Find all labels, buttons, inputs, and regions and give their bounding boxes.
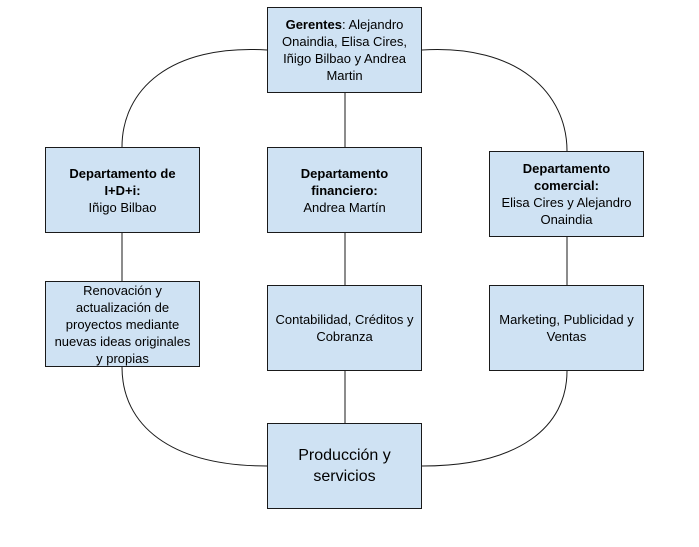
arc-commercial-production <box>421 370 568 467</box>
commercial-activity-box: Marketing, Publicidad y Ventas <box>489 285 644 371</box>
rd-activity-text: Renovación y actualización de proyectos … <box>54 282 191 366</box>
arc-rd-production <box>121 366 268 467</box>
commercial-activity-text: Marketing, Publicidad y Ventas <box>499 312 634 344</box>
finance-activity-text: Contabilidad, Créditos y Cobranza <box>275 312 414 344</box>
production-box: Producción y servicios <box>267 423 422 509</box>
finance-department-title: Departamento financiero: <box>300 165 389 198</box>
managers-title: Gerentes <box>285 17 342 32</box>
rd-department-title: Departamento de I+D+i: <box>69 165 176 198</box>
finance-department-box: Departamento financiero:Andrea Martín <box>267 147 422 233</box>
rd-activity-box: Renovación y actualización de proyectos … <box>45 281 200 367</box>
commercial-department-title: Departamento comercial: <box>522 161 611 193</box>
finance-department-head: Andrea Martín <box>303 199 386 215</box>
rd-department-head: Iñigo Bilbao <box>88 199 157 215</box>
finance-activity-box: Contabilidad, Créditos y Cobranza <box>267 285 422 371</box>
arc-managers-rd <box>121 48 268 148</box>
managers-names: : Alejandro Onaindia, Elisa Cires, Iñigo… <box>282 17 407 83</box>
production-text: Producción y servicios <box>298 447 391 485</box>
managers-box: Gerentes: Alejandro Onaindia, Elisa Cire… <box>267 7 422 93</box>
arc-managers-commercial <box>421 49 568 152</box>
rd-department-box: Departamento de I+D+i:Iñigo Bilbao <box>45 147 200 233</box>
commercial-department-heads: Elisa Cires y Alejandro Onaindia <box>501 195 632 227</box>
commercial-department-box: Departamento comercial:Elisa Cires y Ale… <box>489 151 644 237</box>
